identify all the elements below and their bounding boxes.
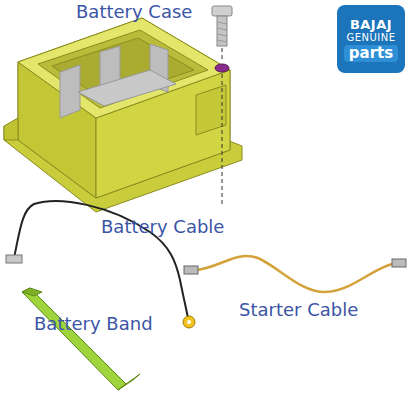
battery-band [22,288,140,390]
logo-text: BAJAJ [350,17,392,32]
part-label: Battery Band [34,313,153,335]
logo-text: parts [344,45,398,62]
part-label: Battery Case [76,1,192,23]
battery-case [4,18,242,212]
brand-logo: BAJAJGENUINEparts [337,5,405,73]
bolt [212,6,232,205]
starter-cable [184,256,406,292]
logo-text: GENUINE [346,32,395,44]
part-label: Battery Cable [101,216,224,238]
part-label: Starter Cable [239,299,358,321]
